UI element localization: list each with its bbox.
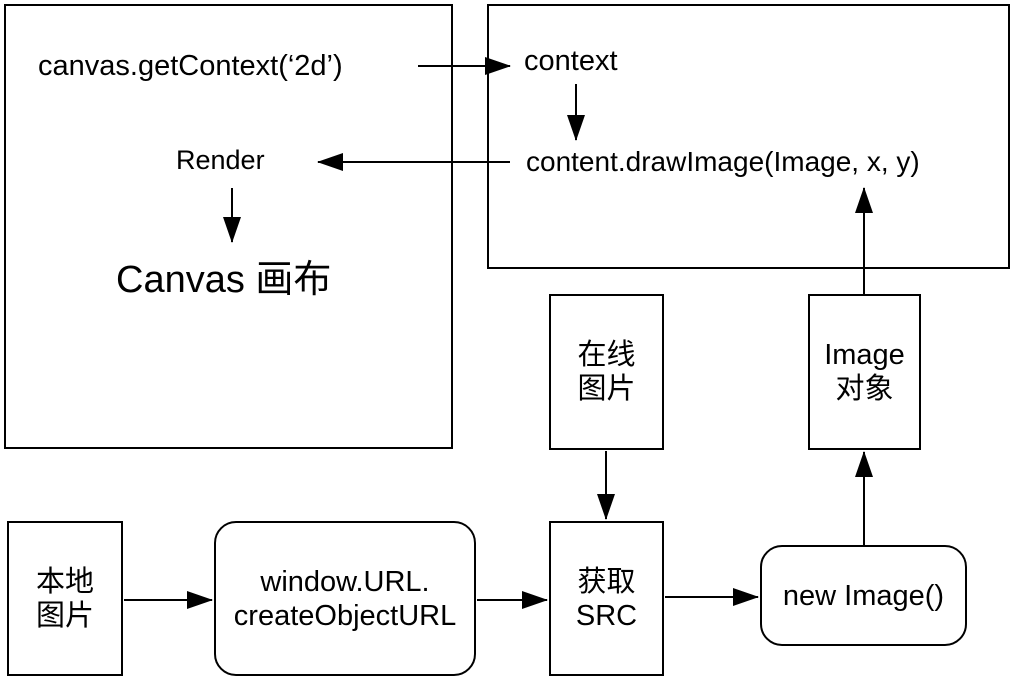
online-image-node: 在线 图片 [549, 294, 664, 450]
new-image-label: new Image() [782, 579, 945, 612]
create-object-url-node: window.URL. createObjectURL [214, 521, 476, 676]
get-context-text: canvas.getContext(‘2d’) [38, 50, 343, 82]
local-image-label-line1: 本地 [35, 565, 94, 598]
online-image-label-line1: 在线 [577, 339, 636, 371]
create-object-url-line1: window.URL. [260, 565, 430, 598]
get-src-label-line2: SRC [575, 599, 638, 632]
create-object-url-line2: createObjectURL [233, 599, 457, 632]
image-object-label-line1: Image [824, 339, 905, 371]
image-object-node: Image 对象 [808, 294, 921, 450]
image-object-label-line2: 对象 [835, 373, 894, 405]
draw-image-text: content.drawImage(Image, x, y) [526, 146, 920, 177]
local-image-node: 本地 图片 [7, 521, 123, 676]
get-src-label-line1: 获取 [577, 565, 636, 598]
render-text: Render [176, 145, 265, 175]
online-image-label-line2: 图片 [577, 373, 636, 405]
new-image-node: new Image() [760, 545, 967, 646]
canvas-label-text: Canvas 画布 [116, 259, 332, 301]
local-image-label-line2: 图片 [35, 599, 94, 632]
context-text: context [524, 45, 618, 77]
get-src-node: 获取 SRC [549, 521, 664, 676]
